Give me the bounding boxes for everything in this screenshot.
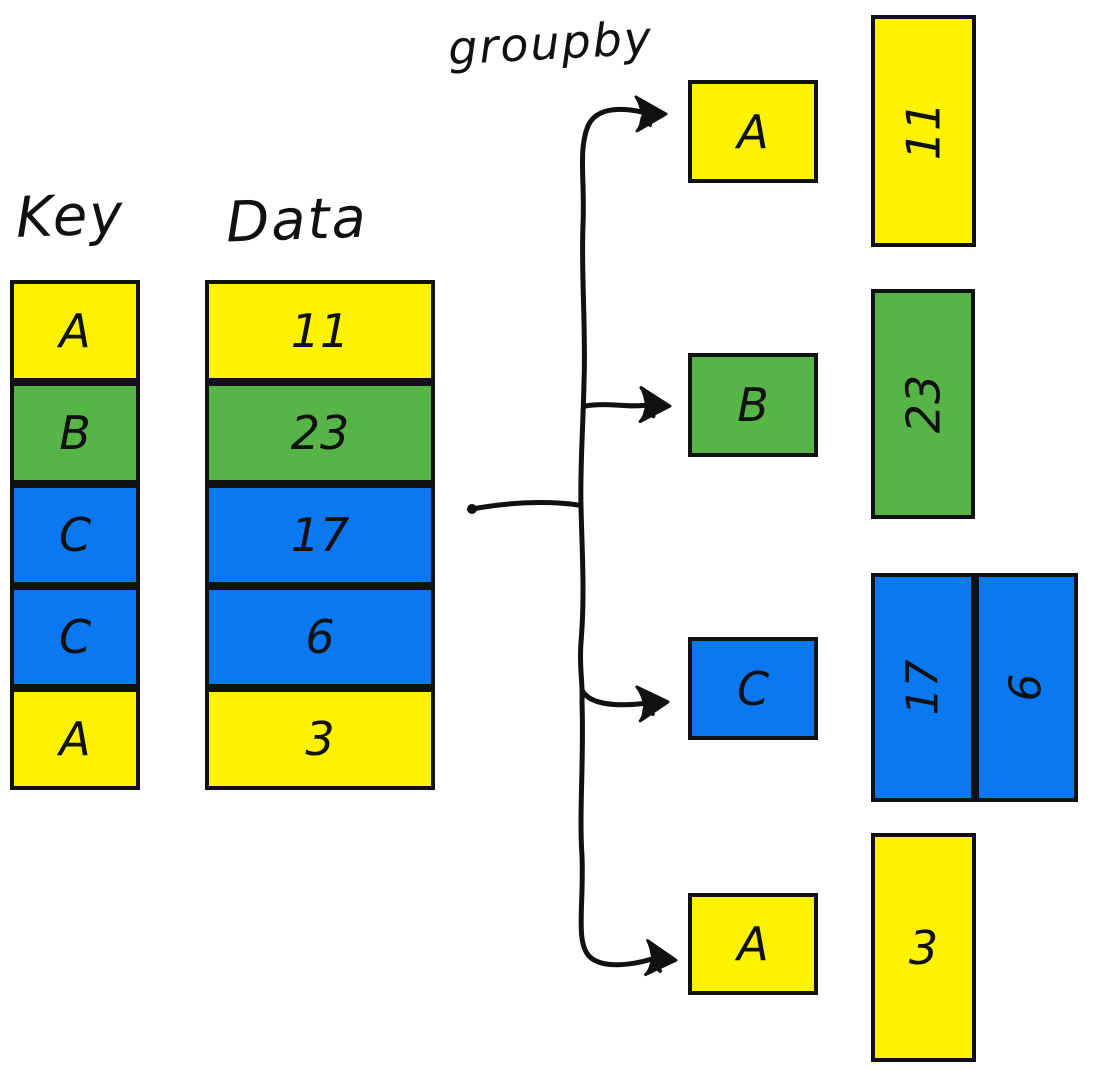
group-key-box-c: C bbox=[688, 637, 818, 740]
data-cell: 11 bbox=[205, 280, 435, 382]
data-cell: 17 bbox=[205, 484, 435, 586]
group-value: 23 bbox=[895, 374, 950, 434]
group-value: 6 bbox=[1000, 673, 1052, 702]
branch-line-c bbox=[579, 687, 651, 708]
key-column: A B C C A bbox=[10, 280, 140, 790]
group-value-cell: 17 bbox=[871, 573, 975, 802]
arrowhead-a-icon bbox=[634, 95, 668, 133]
key-cell: A bbox=[10, 688, 140, 790]
branch-spine-line bbox=[577, 106, 655, 968]
group-key-box-b: B bbox=[688, 353, 818, 457]
group-value-box-b: 23 bbox=[871, 289, 975, 519]
data-column-label: Data bbox=[224, 185, 369, 256]
key-cell: A bbox=[10, 280, 140, 382]
group-value-box-a: 11 bbox=[871, 15, 976, 247]
branch-line-b bbox=[582, 402, 651, 409]
group-value: 11 bbox=[896, 101, 951, 161]
group-key-box-a: A bbox=[688, 80, 818, 183]
arrowhead-a2-icon bbox=[644, 939, 678, 977]
key-cell: C bbox=[10, 586, 140, 688]
data-column: 11 23 17 6 3 bbox=[205, 280, 435, 790]
key-column-label: Key bbox=[14, 182, 126, 251]
group-value-cell: 6 bbox=[974, 573, 1078, 802]
group-value-box-a2: 3 bbox=[871, 833, 976, 1062]
source-connector-line bbox=[469, 499, 581, 512]
key-cell: C bbox=[10, 484, 140, 586]
key-cell: B bbox=[10, 382, 140, 484]
data-cell: 6 bbox=[205, 586, 435, 688]
group-key-box-a2: A bbox=[688, 893, 818, 995]
line-start-dot-icon bbox=[467, 504, 477, 514]
arrowhead-c-icon bbox=[635, 685, 670, 723]
group-value: 17 bbox=[897, 659, 949, 716]
data-cell: 23 bbox=[205, 382, 435, 484]
group-value-box-c: 17 6 bbox=[871, 573, 1078, 802]
data-cell: 3 bbox=[205, 688, 435, 790]
arrowhead-b-icon bbox=[638, 386, 672, 424]
groupby-operation-label: groupby bbox=[446, 10, 655, 76]
